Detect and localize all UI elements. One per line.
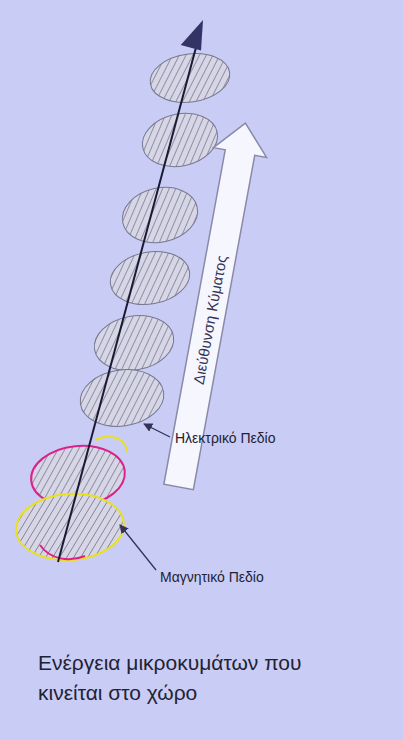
magnetic-field-lobes bbox=[14, 437, 128, 564]
field-label: Ηλεκτρικό Πεδίο bbox=[175, 430, 276, 446]
leader-line bbox=[144, 424, 170, 437]
field-label: Μαγνητικό Πεδίο bbox=[160, 569, 264, 585]
caption: Ενέργεια μικροκυμάτων που κινείται στο χ… bbox=[38, 648, 303, 708]
leader-line bbox=[120, 525, 156, 570]
